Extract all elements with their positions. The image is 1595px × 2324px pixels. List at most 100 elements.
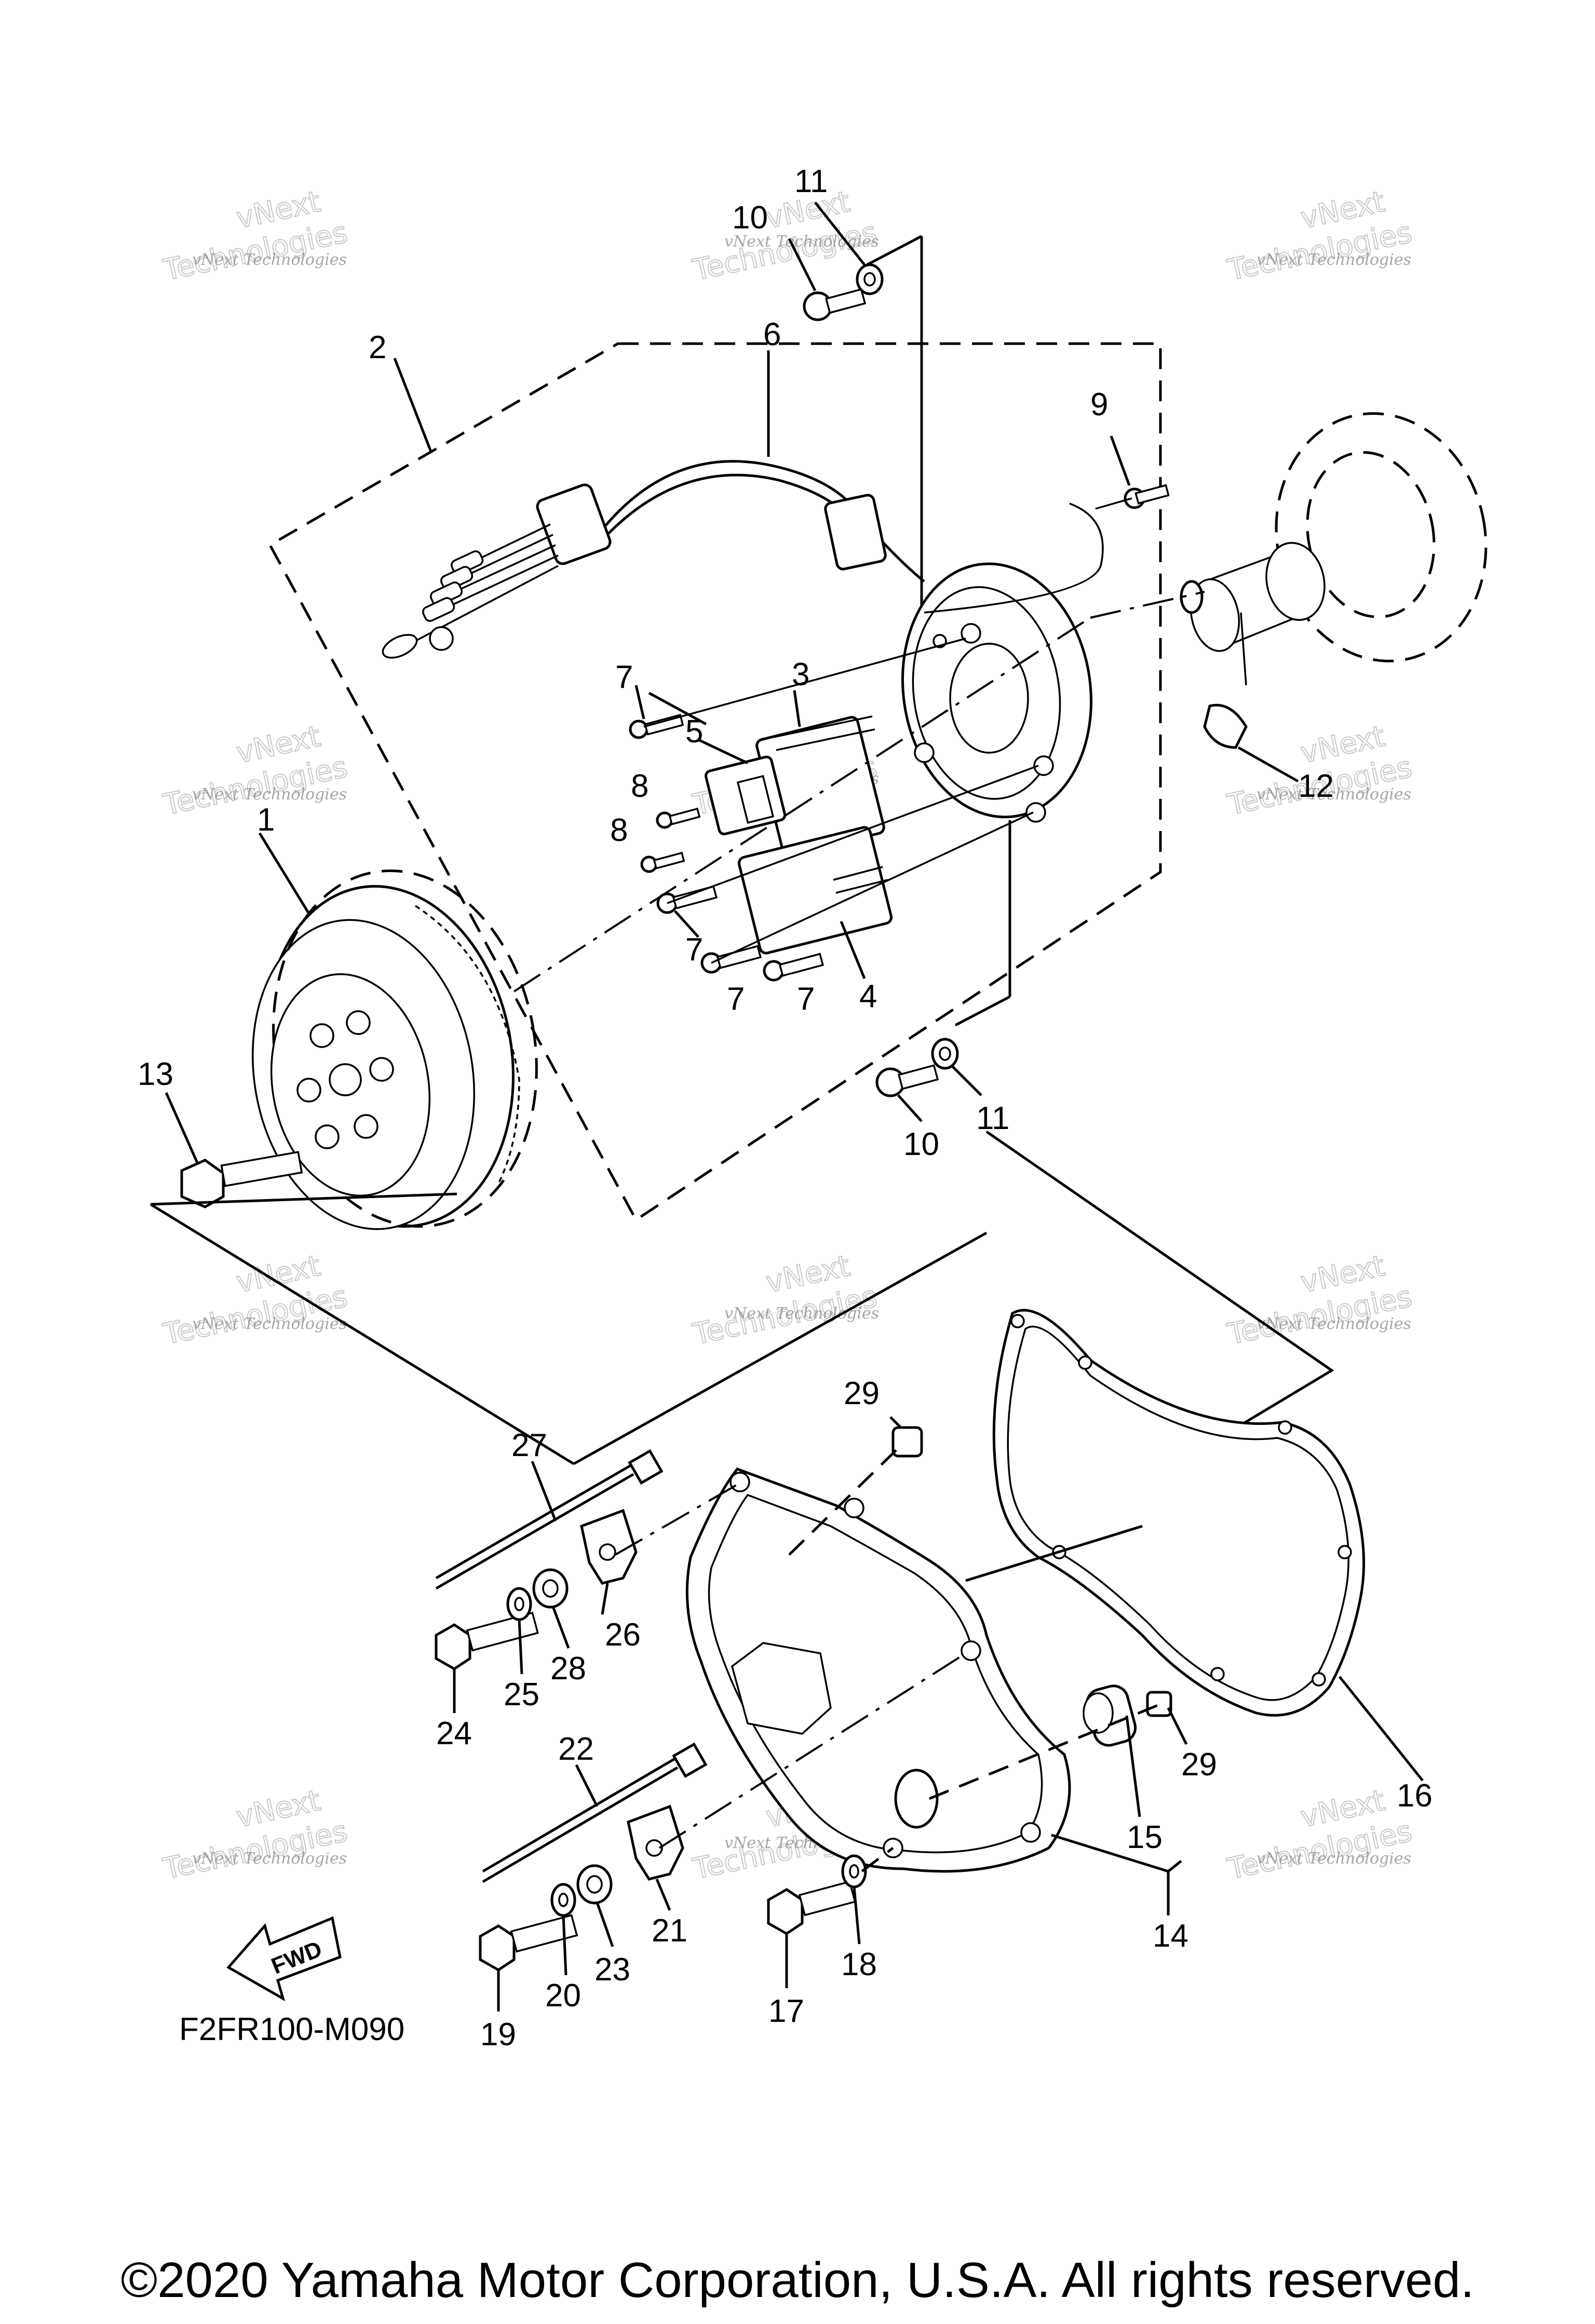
callout-3: 3 xyxy=(792,657,809,692)
svg-text:vNext Technologies: vNext Technologies xyxy=(724,233,879,251)
leader-25 xyxy=(518,1619,523,1675)
leader-4 xyxy=(840,921,866,979)
callout-7b: 7 xyxy=(685,932,703,968)
grommet-28 xyxy=(532,1568,569,1609)
screw-7d xyxy=(763,953,824,982)
callout-10a: 10 xyxy=(732,200,768,236)
callout-29a: 29 xyxy=(844,1376,880,1411)
callout-14: 14 xyxy=(1153,1918,1188,1954)
grommet-23 xyxy=(576,1864,613,1905)
cable-tie-22 xyxy=(482,1742,708,1883)
leader-20 xyxy=(562,1915,567,1976)
bracket-lower-right xyxy=(985,1130,1334,1426)
washer-25 xyxy=(506,1587,532,1621)
bracket-10-11-top-link xyxy=(866,235,923,266)
callout-4: 4 xyxy=(859,978,877,1014)
dowel-pin-29-top xyxy=(891,1426,923,1458)
bolt-24 xyxy=(435,1611,539,1670)
callout-7d: 7 xyxy=(797,981,815,1017)
bracket-top-left xyxy=(150,1192,457,1206)
leader-18 xyxy=(853,1886,861,1945)
leader-10-bottom xyxy=(897,1094,923,1122)
screw-9 xyxy=(1124,484,1170,509)
bracket-bottom-link xyxy=(573,1231,988,1465)
callout-16: 16 xyxy=(1397,1778,1432,1814)
callout-1: 1 xyxy=(257,802,275,838)
leader-7a xyxy=(634,685,645,719)
svg-text:vNext Technologies: vNext Technologies xyxy=(1256,251,1411,269)
svg-text:vNext Technologies: vNext Technologies xyxy=(1256,1315,1411,1333)
callout-18: 18 xyxy=(841,1947,877,1982)
pulser-coil xyxy=(705,755,787,836)
leader-5 xyxy=(697,738,749,765)
svg-text:vNext Technologies: vNext Technologies xyxy=(1256,785,1411,804)
leader-27 xyxy=(531,1461,557,1521)
align-18 xyxy=(861,1847,894,1872)
callout-26: 26 xyxy=(605,1617,641,1653)
callout-20: 20 xyxy=(545,1978,581,2014)
leader-16 xyxy=(1339,1676,1424,1782)
callout-8a: 8 xyxy=(631,768,648,804)
leader-29-top xyxy=(889,1416,902,1429)
centerline-flywheel xyxy=(513,617,1091,993)
leader-9 xyxy=(1110,436,1131,486)
woodruff-key xyxy=(1203,703,1248,749)
drawing-code: F2FR100-M090 xyxy=(179,2012,404,2047)
leader-22 xyxy=(575,1764,599,1807)
callout-5: 5 xyxy=(685,714,703,750)
callout-25: 25 xyxy=(504,1677,539,1713)
screw-8b xyxy=(640,851,685,873)
callout-6: 6 xyxy=(763,317,781,352)
callout-15: 15 xyxy=(1127,1819,1163,1855)
watermark: vNext Technologies vNext Technologies xyxy=(159,719,350,823)
watermark: vNext Technologies vNext Technologies xyxy=(689,184,880,288)
cable-tie-27 xyxy=(435,1449,664,1590)
leader-15 xyxy=(1125,1715,1141,1817)
callout-9: 9 xyxy=(1090,387,1108,423)
callout-28: 28 xyxy=(550,1651,586,1687)
svg-text:vNext Technologies: vNext Technologies xyxy=(192,251,347,269)
watermark: vNext Technologies vNext Technologies xyxy=(159,1248,350,1352)
washer-11-top xyxy=(856,263,884,295)
leader-21 xyxy=(655,1879,671,1911)
leader-11-bottom xyxy=(952,1066,982,1096)
leader-3 xyxy=(793,690,801,727)
centerline-key xyxy=(1240,612,1247,686)
callout-12: 12 xyxy=(1298,768,1334,804)
callout-7a: 7 xyxy=(615,659,633,695)
svg-text:vNext Technologies: vNext Technologies xyxy=(192,1850,347,1868)
leader-29-right xyxy=(1167,1707,1188,1745)
centerline-crank xyxy=(1090,591,1205,619)
leader-2 xyxy=(393,358,432,452)
leader-13 xyxy=(165,1092,199,1164)
callout-8b: 8 xyxy=(610,812,628,848)
callout-24: 24 xyxy=(436,1716,472,1751)
callout-17: 17 xyxy=(768,1993,804,2029)
align-cover-gasket xyxy=(965,1525,1143,1582)
flywheel-rotor xyxy=(251,869,538,1230)
watermark: vNext Technologies vNext Technologies xyxy=(159,1783,350,1887)
watermark: vNext Technologies vNext Technologies xyxy=(1224,184,1415,288)
svg-text:vNext Technologies: vNext Technologies xyxy=(192,1315,347,1333)
wire-harness xyxy=(382,460,1104,659)
bracket-10-11-bottom-link xyxy=(954,995,1011,1027)
callout-10b: 10 xyxy=(903,1126,939,1162)
watermark: vNext Technologies vNext Technologies xyxy=(159,184,350,288)
leader-10-top xyxy=(788,238,817,292)
leader-14-b xyxy=(1167,1860,1182,1872)
flywheel-bolt xyxy=(180,1151,303,1208)
watermark: vNext Technologies vNext Technologies xyxy=(689,1248,880,1352)
screw-7b xyxy=(656,885,718,914)
leader-26 xyxy=(601,1583,609,1615)
dowel-pin-29-right xyxy=(1146,1691,1172,1717)
screw-8a xyxy=(656,807,701,829)
callout-22: 22 xyxy=(558,1731,594,1767)
callout-13: 13 xyxy=(138,1056,173,1092)
svg-text:vNext Technologies: vNext Technologies xyxy=(1256,1850,1411,1868)
screw-7a xyxy=(629,714,684,739)
callout-11b: 11 xyxy=(976,1100,1009,1136)
align-21 xyxy=(658,1652,967,1849)
crankshaft xyxy=(1180,412,1488,662)
callout-23: 23 xyxy=(594,1952,630,1988)
